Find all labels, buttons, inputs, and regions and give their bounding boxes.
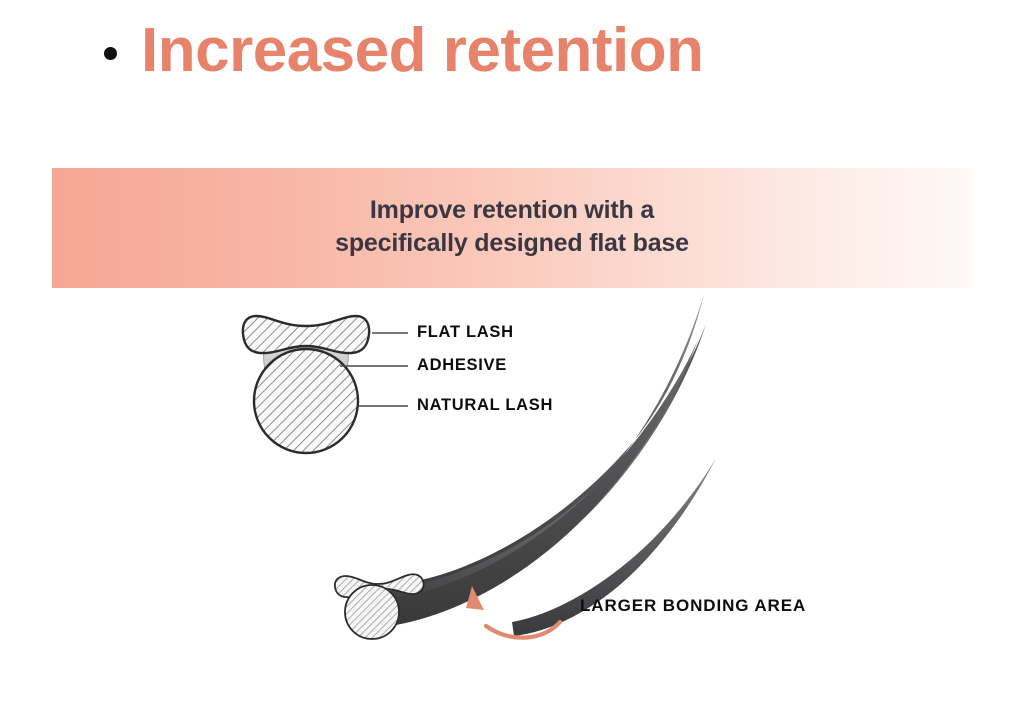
leader-lines	[340, 332, 408, 407]
curved-arrow-icon	[466, 586, 563, 640]
headline-banner: Improve retention with a specifically de…	[52, 168, 972, 288]
lash-inner-tip	[512, 458, 716, 636]
label-larger-bonding-area: LARGER BONDING AREA	[580, 596, 807, 615]
label-flat-lash: FLAT LASH	[417, 323, 514, 341]
label-natural-lash: NATURAL LASH	[417, 396, 554, 414]
cross-section-inset	[241, 314, 371, 455]
flat-lash-shape	[241, 314, 371, 355]
slide-title-row: Increased retention	[104, 16, 704, 85]
lash-diagram	[0, 288, 1024, 678]
flat-lash-front-band	[372, 340, 698, 628]
bullet-dot-icon	[104, 47, 117, 61]
natural-lash-base-shape	[344, 584, 400, 640]
banner-headline: Improve retention with a specifically de…	[52, 194, 972, 260]
banner-headline-line-2: specifically designed flat base	[335, 229, 689, 257]
banner-headline-line-1: Improve retention with a	[369, 196, 655, 224]
natural-lash-shape	[252, 347, 360, 455]
page-title: Increased retention	[141, 16, 704, 85]
base-cross-sections	[333, 573, 425, 640]
label-adhesive: ADHESIVE	[417, 356, 507, 374]
